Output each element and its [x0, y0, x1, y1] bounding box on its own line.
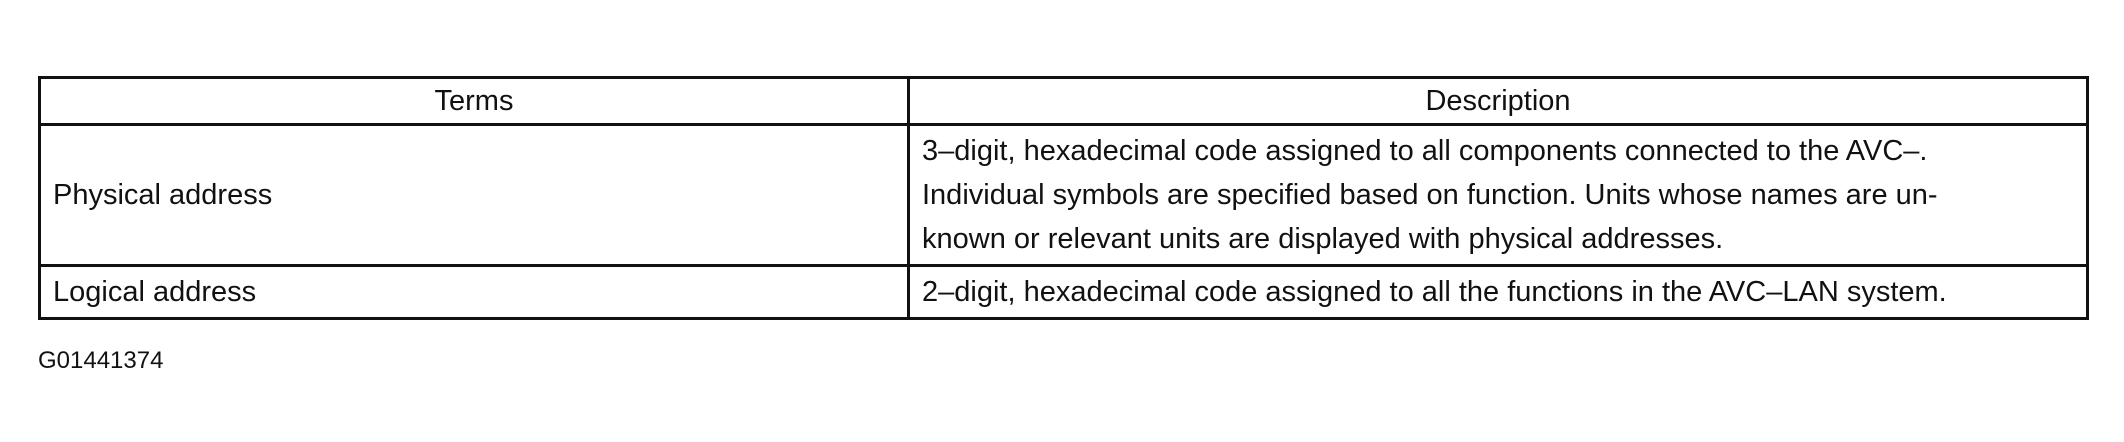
table-row: Logical address 2–digit, hexadecimal cod…: [38, 264, 2089, 320]
table-header-row: Terms Description: [38, 76, 2089, 126]
term-cell: Physical address: [38, 123, 910, 267]
terms-table-container: Terms Description Physical address 3–dig…: [38, 76, 2089, 320]
description-line: known or relevant units are displayed wi…: [922, 223, 1724, 255]
description-cell: 3–digit, hexadecimal code assigned to al…: [907, 123, 2089, 267]
term-cell: Logical address: [38, 264, 910, 320]
header-terms: Terms: [38, 76, 910, 126]
header-description: Description: [907, 76, 2089, 126]
description-line: 2–digit, hexadecimal code assigned to al…: [922, 276, 1947, 308]
description-line: 3–digit, hexadecimal code assigned to al…: [922, 135, 1928, 167]
terms-table: Terms Description Physical address 3–dig…: [38, 76, 2089, 320]
table-row: Physical address 3–digit, hexadecimal co…: [38, 123, 2089, 267]
description-line: Individual symbols are specified based o…: [922, 179, 1938, 211]
description-cell: 2–digit, hexadecimal code assigned to al…: [907, 264, 2089, 320]
figure-id: G01441374: [38, 347, 164, 374]
